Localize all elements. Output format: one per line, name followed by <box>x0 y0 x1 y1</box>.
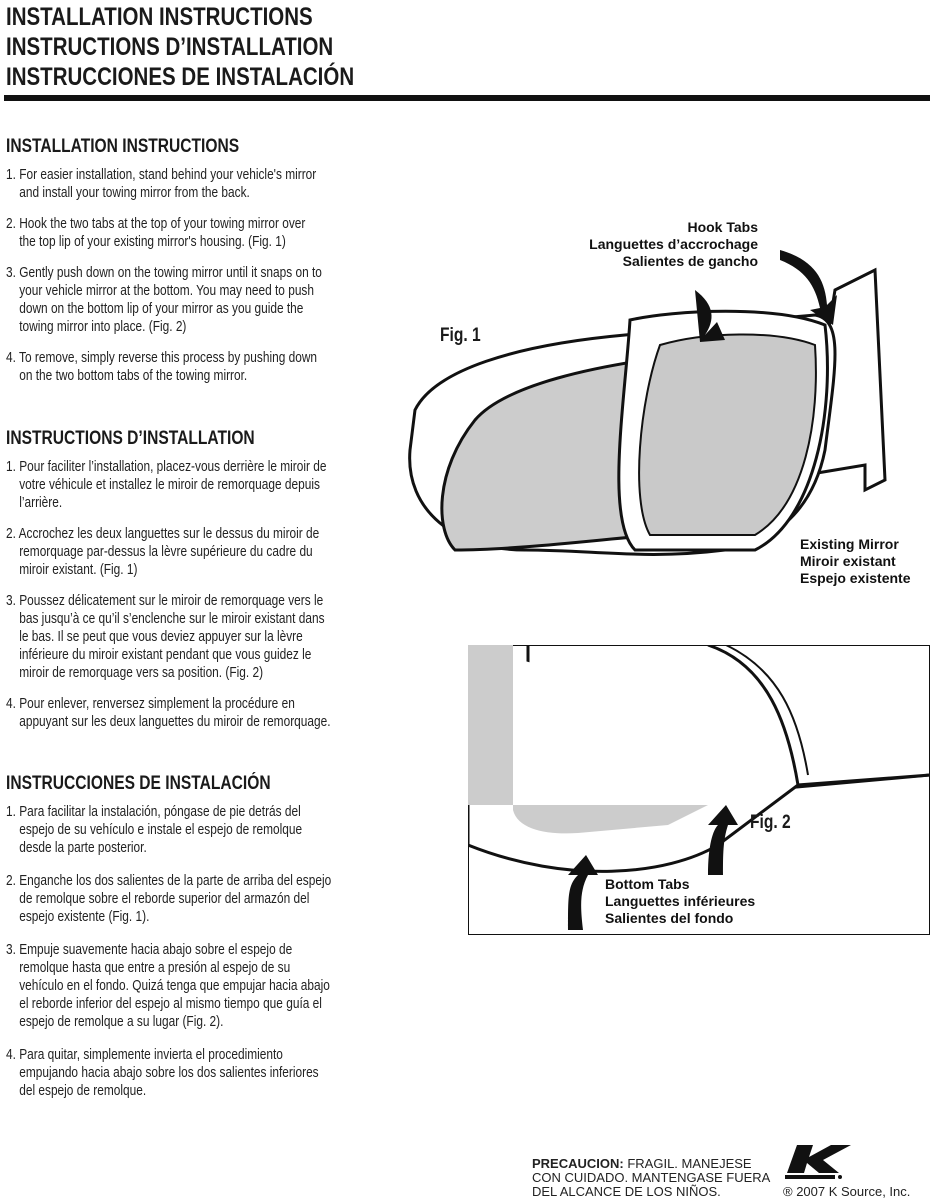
step-line: 2. Enganche los dos salientes de la part… <box>6 873 332 889</box>
step-line: desde la parte posterior. <box>6 840 147 856</box>
step-line: 4. Para quitar, simplemente invierta el … <box>6 1047 283 1063</box>
instruction-step: 1. Pour faciliter l’installation, placez… <box>6 458 406 512</box>
step-line: and install your towing mirror from the … <box>6 185 250 201</box>
copyright: ® 2007 K Source, Inc. <box>783 1184 911 1199</box>
title-fr: INSTRUCTIONS D’INSTALLATION <box>6 33 334 61</box>
instruction-step: 1. Para facilitar la instalación, póngas… <box>6 803 406 857</box>
step-line: miroir existant. (Fig. 1) <box>6 562 138 578</box>
title-rule <box>4 95 930 101</box>
step-line: 4. To remove, simply reverse this proces… <box>6 350 318 366</box>
fig2-mirror-illustration <box>468 645 930 935</box>
step-line: el reborde inferior del espejo al mismo … <box>6 996 322 1012</box>
step-line: vehículo en el fondo. Quizá tenga que em… <box>6 978 330 994</box>
step-line: de remolque sobre el reborde superior de… <box>6 891 310 907</box>
step-line: miroir de remorquage vers sa position. (… <box>6 665 264 681</box>
section-heading: INSTRUCTIONS D’INSTALLATION <box>6 428 255 449</box>
step-line: l’arrière. <box>6 495 63 511</box>
step-line: empujando hacia abajo sobre los dos sali… <box>6 1065 319 1081</box>
step-line: 3. Empuje suavemente hacia abajo sobre e… <box>6 942 293 958</box>
step-line: your vehicle mirror at the bottom. You m… <box>6 283 314 299</box>
fig1-label: Fig. 1 <box>440 325 481 346</box>
title-en: INSTALLATION INSTRUCTIONS <box>6 3 313 31</box>
instruction-step: 3. Empuje suavemente hacia abajo sobre e… <box>6 941 406 1031</box>
step-line: espejo de remolque a su lugar (Fig. 2). <box>6 1014 224 1030</box>
step-line: 2. Accrochez les deux languettes sur le … <box>6 526 320 542</box>
step-line: le bas. Il se peut que vous deviez appuy… <box>6 629 303 645</box>
step-line: 1. Pour faciliter l’installation, placez… <box>6 459 327 475</box>
step-line: remorquage par-dessus la lèvre supérieur… <box>6 544 313 560</box>
step-line: appuyant sur les deux languettes du miro… <box>6 714 331 730</box>
step-line: on the two bottom tabs of the towing mir… <box>6 368 248 384</box>
instruction-step: 4. Pour enlever, renversez simplement la… <box>6 695 406 731</box>
step-line: 4. Pour enlever, renversez simplement la… <box>6 696 295 712</box>
step-line: votre véhicule et installez le miroir de… <box>6 477 320 493</box>
step-line: the top lip of your existing mirror's ho… <box>6 234 286 250</box>
step-line: 2. Hook the two tabs at the top of your … <box>6 216 306 232</box>
instruction-step: 4. Para quitar, simplemente invierta el … <box>6 1046 406 1100</box>
fig2-label: Fig. 2 <box>750 812 791 833</box>
instruction-step: 4. To remove, simply reverse this proces… <box>6 349 406 385</box>
title-es: INSTRUCCIONES DE INSTALACIÓN <box>6 63 355 91</box>
step-line: espejo existente (Fig. 1). <box>6 909 150 925</box>
instruction-step: 3. Poussez délicatement sur le miroir de… <box>6 592 406 682</box>
step-line: del espejo de remolque. <box>6 1083 147 1099</box>
instruction-step: 2. Hook the two tabs at the top of your … <box>6 215 406 251</box>
step-line: towing mirror into place. (Fig. 2) <box>6 319 187 335</box>
document-title: INSTALLATION INSTRUCTIONS INSTRUCTIONS D… <box>6 2 431 92</box>
step-line: espejo de su vehículo e instale el espej… <box>6 822 303 838</box>
step-line: 1. For easier installation, stand behind… <box>6 167 317 183</box>
step-line: 3. Poussez délicatement sur le miroir de… <box>6 593 324 609</box>
section-spanish: INSTRUCCIONES DE INSTALACIÓN 1. Para faci… <box>6 773 406 1115</box>
fig1-mirror-illustration <box>408 250 887 556</box>
step-line: remolque hasta que entre a presión al es… <box>6 960 291 976</box>
step-line: 1. Para facilitar la instalación, póngas… <box>6 804 301 820</box>
step-line: 3. Gently push down on the towing mirror… <box>6 265 322 281</box>
instruction-step: 3. Gently push down on the towing mirror… <box>6 264 406 336</box>
section-heading: INSTALLATION INSTRUCTIONS <box>6 136 240 157</box>
section-english: INSTALLATION INSTRUCTIONS 1. For easier i… <box>6 136 406 398</box>
instruction-step: 1. For easier installation, stand behind… <box>6 166 406 202</box>
instruction-step: 2. Enganche los dos salientes de la part… <box>6 872 406 926</box>
step-line: down on the bottom lip of your mirror as… <box>6 301 304 317</box>
step-line: inférieure du miroir existant pendant qu… <box>6 647 312 663</box>
caution-note: PRECAUCION: FRAGIL. MANEJESE CON CUIDADO… <box>532 1156 771 1199</box>
step-line: bas jusqu’à ce qu’il s’enclenche sur le … <box>6 611 325 627</box>
instruction-step: 2. Accrochez les deux languettes sur le … <box>6 525 406 579</box>
section-heading: INSTRUCCIONES DE INSTALACIÓN <box>6 773 271 794</box>
section-french: INSTRUCTIONS D’INSTALLATION 1. Pour facil… <box>6 428 406 744</box>
k-source-logo <box>785 1145 851 1179</box>
